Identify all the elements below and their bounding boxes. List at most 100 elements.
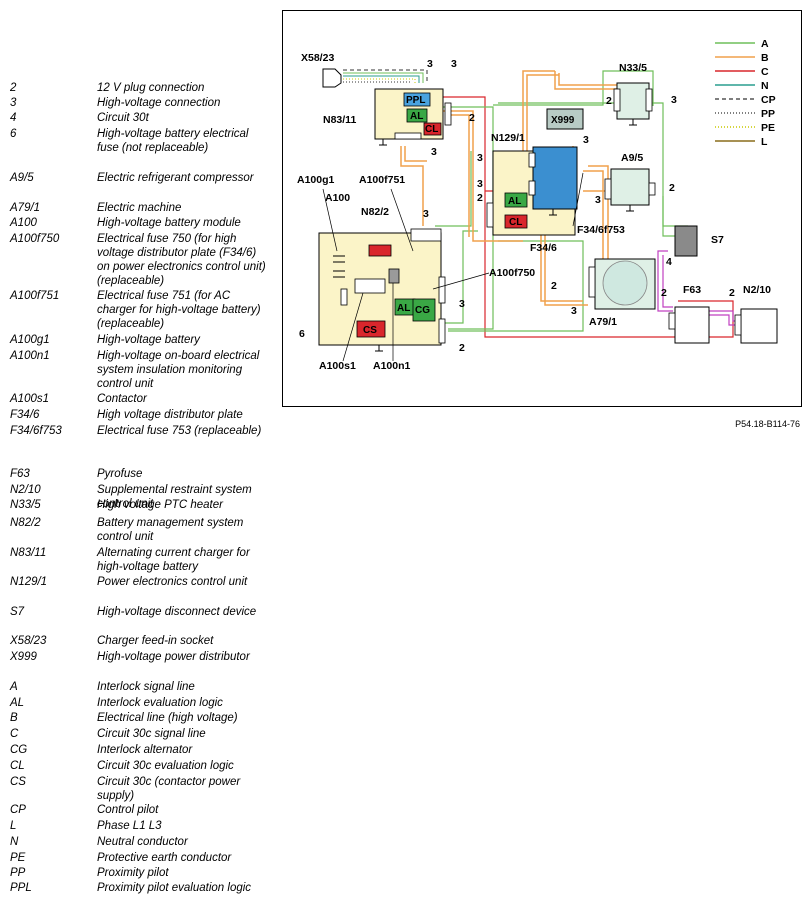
cg-block (412, 298, 436, 322)
s7-label: S7 (711, 234, 724, 246)
pin-labels: 3 3 2 3 2 3 3 3 3 2 2 3 3 4 2 3 2 2 3 2 … (299, 58, 735, 354)
a9-5-compressor: A9/5 (604, 152, 656, 212)
key-label-n: N (761, 80, 769, 92)
legend-code: AL (10, 697, 25, 709)
pin-label: 3 (477, 178, 483, 190)
legend-description: Electrical fuse 751 (for AC charger for … (97, 290, 261, 330)
wiring-diagram-svg: A B C N CP PP PE L (297, 38, 778, 372)
cg-label: CG (415, 305, 430, 316)
key-label-cp: CP (761, 94, 776, 106)
legend-code: A79/1 (10, 202, 41, 214)
legend-description: Circuit 30c evaluation logic (97, 760, 234, 772)
pin-label: 2 (469, 112, 475, 124)
legend-code: PPL (10, 882, 32, 894)
legend-code: A9/5 (10, 172, 34, 184)
legend-code: A100n1 (10, 350, 50, 362)
x58-23-socket: X58/23 (301, 52, 342, 88)
wire-socket-n (343, 75, 420, 83)
cl-block-n83 (423, 122, 442, 136)
pin-label: 2 (459, 342, 465, 354)
legend-description: Phase L1 L3 (97, 820, 162, 832)
wire-s7-f63-b (662, 255, 673, 308)
legend-description: Control pilot (97, 804, 159, 816)
legend-description: High-voltage battery electrical fuse (no… (97, 128, 249, 154)
f63-label: F63 (683, 284, 701, 296)
legend-description: Supplemental restraint system control un… (97, 484, 252, 510)
legend-code: PP (10, 867, 26, 879)
legend-code: A100g1 (10, 334, 50, 346)
wire-interlock-6 (448, 240, 584, 332)
ppl-block (403, 92, 431, 107)
pin-label: 3 (583, 134, 589, 146)
al-block-n129 (504, 192, 528, 208)
f34-6-label: F34/6 (530, 242, 557, 254)
a100-battery-module: AL CG CS A100g1 A100 A100f751 N82/2 A100… (297, 174, 535, 372)
n33-5-label: N33/5 (619, 62, 647, 74)
legend-description: Power electronics control unit (97, 576, 248, 588)
wire-socket-a (343, 72, 424, 83)
pin-label: 3 (595, 194, 601, 206)
legend-code: 3 (10, 97, 17, 109)
legend-code: F34/6 (10, 409, 40, 421)
legend-code: F63 (10, 468, 30, 480)
legend-description: Proximity pilot (97, 867, 169, 879)
a100-label: A100 (325, 192, 350, 204)
legend-code: CL (10, 760, 25, 772)
legend-code: N83/11 (10, 547, 47, 559)
legend-code: A (10, 681, 18, 693)
legend-code: 2 (10, 82, 17, 94)
pin-label: 3 (423, 208, 429, 220)
pin-label: 2 (551, 280, 557, 292)
key-label-c: C (761, 66, 769, 78)
n33-5-heater: N33/5 (613, 62, 653, 126)
legend-description: Protective earth conductor (97, 852, 232, 864)
pin-label: 3 (459, 298, 465, 310)
wire-socket-cp (343, 69, 428, 83)
legend-code: N33/5 (10, 499, 41, 511)
n82-2-label: N82/2 (361, 206, 389, 218)
pin-label: 3 (451, 58, 457, 70)
wire-interlock-2 (493, 70, 654, 106)
al-label-n83: AL (410, 111, 423, 122)
line-key: A B C N CP PP PE L (715, 38, 776, 148)
legend-description: High voltage distributor plate (97, 409, 243, 421)
legend-code: A100s1 (10, 393, 50, 405)
wire-hv-11 (404, 146, 427, 162)
key-label-l: L (761, 136, 768, 148)
legend-code: X58/23 (10, 635, 47, 647)
legend-code: N129/1 (10, 576, 48, 588)
legend-description: Electric machine (97, 202, 182, 214)
wire-interlock-5 (433, 230, 478, 324)
legend-code: A100 (10, 217, 37, 229)
n83-11-charger: PPL AL CL N83/11 (323, 88, 452, 146)
x58-23-label: X58/23 (301, 52, 334, 64)
wire-socket-pe (343, 78, 416, 83)
legend-description: High-voltage disconnect device (97, 606, 257, 618)
legend-description: High-voltage battery (97, 334, 200, 346)
legend-description: High-voltage battery module (97, 217, 241, 229)
f34-6f753-label: F34/6f753 (577, 224, 625, 236)
a100s1-label: A100s1 (319, 360, 356, 372)
legend-code: C (10, 728, 19, 740)
a100g1-label: A100g1 (297, 174, 335, 186)
legend-description: Pyrofuse (97, 468, 143, 480)
pin-label: 3 (671, 94, 677, 106)
legend-description: Contactor (97, 393, 147, 405)
figure-id: P54.18-B114-76 (735, 419, 800, 429)
al-label-n129: AL (508, 196, 521, 207)
cs-label: CS (363, 325, 377, 336)
legend-code: 6 (10, 128, 17, 140)
n129-1-label: N129/1 (491, 132, 525, 144)
legend-description: Alternating current charger for high-vol… (97, 547, 250, 573)
wire-hv-10 (400, 146, 424, 226)
legend-description: Interlock evaluation logic (97, 697, 223, 709)
legend-code: N82/2 (10, 517, 41, 529)
x999-label: X999 (551, 115, 575, 126)
wire-hv-3 (554, 71, 624, 96)
legend-description: High voltage PTC heater (97, 499, 223, 511)
pin-label: 2 (729, 287, 735, 299)
wire-c30-main (443, 96, 734, 338)
legend-description: Battery management system control unit (97, 517, 244, 543)
key-label-pe: PE (761, 122, 775, 134)
wire-hv-7 (583, 170, 604, 266)
